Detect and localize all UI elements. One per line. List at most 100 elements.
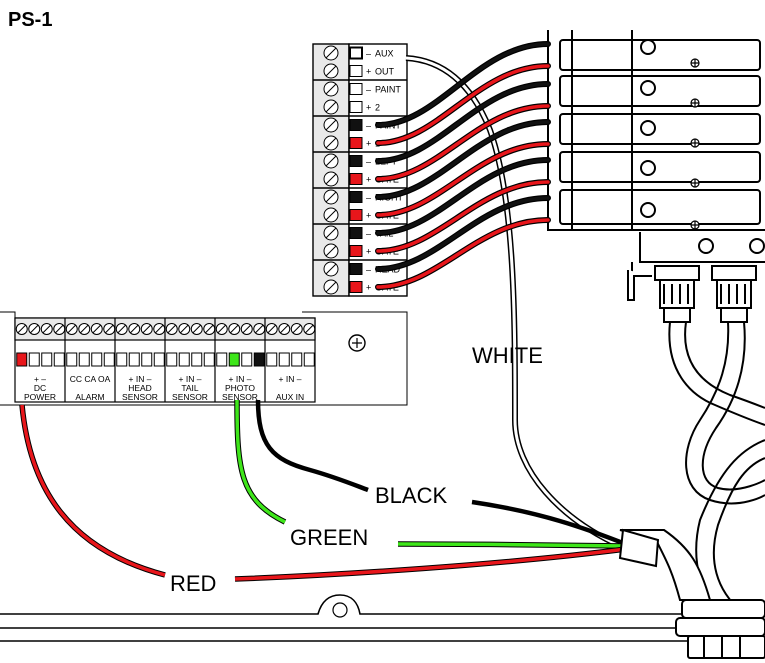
red-pair-wire-2 (376, 142, 550, 217)
board-slot-0 (16, 352, 28, 367)
terminal-sign: + (366, 67, 371, 77)
board-screw-0-slot (17, 324, 26, 334)
relay-module (547, 30, 765, 300)
terminal-sign: – (366, 49, 371, 59)
red-pair-wire-4 (376, 218, 550, 289)
board-screw-21-slot (280, 324, 289, 334)
group-name: ALARM (75, 392, 104, 402)
red-wire (19, 404, 627, 582)
red-pair-wire-0 (376, 64, 550, 145)
group-pins: + IN – (179, 374, 202, 384)
terminal-screw-9-slot (325, 209, 337, 221)
board-screw-12-slot (167, 324, 176, 334)
terminal-slot-8 (349, 191, 363, 203)
black-pair-wire-2 (376, 120, 550, 199)
board-mount-screw (348, 334, 366, 352)
group-pins: CC CA OA (70, 374, 111, 384)
terminal-slot-4 (349, 119, 363, 131)
terminal-slot-13 (349, 281, 363, 293)
group-name: SENSOR (172, 392, 208, 402)
board-slot-11 (153, 352, 165, 367)
wire-bundle-sheath (618, 528, 712, 601)
board-screw-20-slot (267, 324, 276, 334)
board-screw-13-slot (180, 324, 189, 334)
board-slot-1 (28, 352, 40, 367)
white-wire (405, 55, 627, 551)
terminal-screw-13-slot (325, 281, 337, 293)
terminal-sign: + (366, 103, 371, 113)
top-terminal-block: –AUX+OUT–PAINT+2–PAINT+1–LEFT+GATE–RIGHT… (312, 43, 408, 297)
terminal-screw-6-slot (325, 155, 337, 167)
terminal-screw-5-slot (325, 137, 337, 149)
terminal-screw-10-slot (325, 227, 337, 239)
group-pins: + IN – (279, 374, 302, 384)
terminal-screw-3-slot (325, 101, 337, 113)
red-pair-wire-3 (376, 180, 550, 253)
board-slot-16 (216, 352, 228, 367)
terminal-slot-1 (349, 65, 363, 77)
terminal-screw-8-slot (325, 191, 337, 203)
terminal-sign: + (366, 175, 371, 185)
board-slot-22 (291, 352, 303, 367)
board-slot-4 (66, 352, 78, 367)
board-screw-8-slot (117, 324, 126, 334)
board-slot-12 (166, 352, 178, 367)
board-slot-7 (103, 352, 115, 367)
terminal-sign: + (366, 247, 371, 257)
terminal-slot-9 (349, 209, 363, 221)
terminal-screw-4-slot (325, 119, 337, 131)
green-wire-label: GREEN (290, 525, 368, 550)
board-screw-11-slot (155, 324, 164, 334)
terminal-slot-3 (349, 101, 363, 113)
board-screw-16-slot (217, 324, 226, 334)
terminal-sign: – (366, 121, 371, 131)
group-name: TAIL (181, 383, 199, 393)
board-screw-10-slot (142, 324, 151, 334)
board-slot-2 (41, 352, 53, 367)
board-slot-14 (191, 352, 203, 367)
relay-fittings (640, 39, 765, 254)
black-pair-wire-3 (376, 158, 550, 235)
board-slot-21 (278, 352, 290, 367)
board-slot-6 (91, 352, 103, 367)
terminal-slot-7 (349, 173, 363, 185)
board-slot-20 (266, 352, 278, 367)
terminal-label: AUX (375, 49, 394, 59)
white-wire-label: WHITE (472, 343, 543, 368)
terminal-screw-1-slot (325, 65, 337, 77)
board-screw-19-slot (255, 324, 264, 334)
board-slot-15 (203, 352, 215, 367)
board-screw-23-slot (305, 324, 314, 334)
relay-wire-pairs (375, 41, 551, 290)
black-wire-label: BLACK (375, 483, 447, 508)
terminal-screw-11-slot (325, 245, 337, 257)
terminal-screw-2-slot (325, 83, 337, 95)
group-name: HEAD (128, 383, 152, 393)
board-screw-15-slot (205, 324, 214, 334)
black-pair-wire-0 (376, 42, 550, 127)
cable-glands (627, 265, 757, 323)
board-screw-6-slot (92, 324, 101, 334)
board-screw-9-slot (130, 324, 139, 334)
black-pair-wire-4 (376, 196, 550, 271)
board-screw-17-slot (230, 324, 239, 334)
terminal-slot-0 (349, 46, 363, 60)
board-screw-4-slot (67, 324, 76, 334)
diagram-title: PS-1 (8, 9, 52, 31)
terminal-label: OUT (375, 67, 395, 77)
board-slot-17 (228, 352, 240, 367)
board-screw-22-slot (292, 324, 301, 334)
green-wire (234, 399, 627, 549)
red-wire-label: RED (170, 571, 216, 596)
terminal-slot-10 (349, 227, 363, 239)
terminal-screw-12-slot (325, 263, 337, 275)
group-name: POWER (24, 392, 56, 402)
red-pair-wire-1 (376, 104, 550, 181)
terminal-screw-7-slot (325, 173, 337, 185)
bottom-connector (675, 599, 765, 659)
board-screw-7-slot (105, 324, 114, 334)
enclosure-bottom (0, 594, 765, 642)
black-wire (255, 399, 629, 548)
